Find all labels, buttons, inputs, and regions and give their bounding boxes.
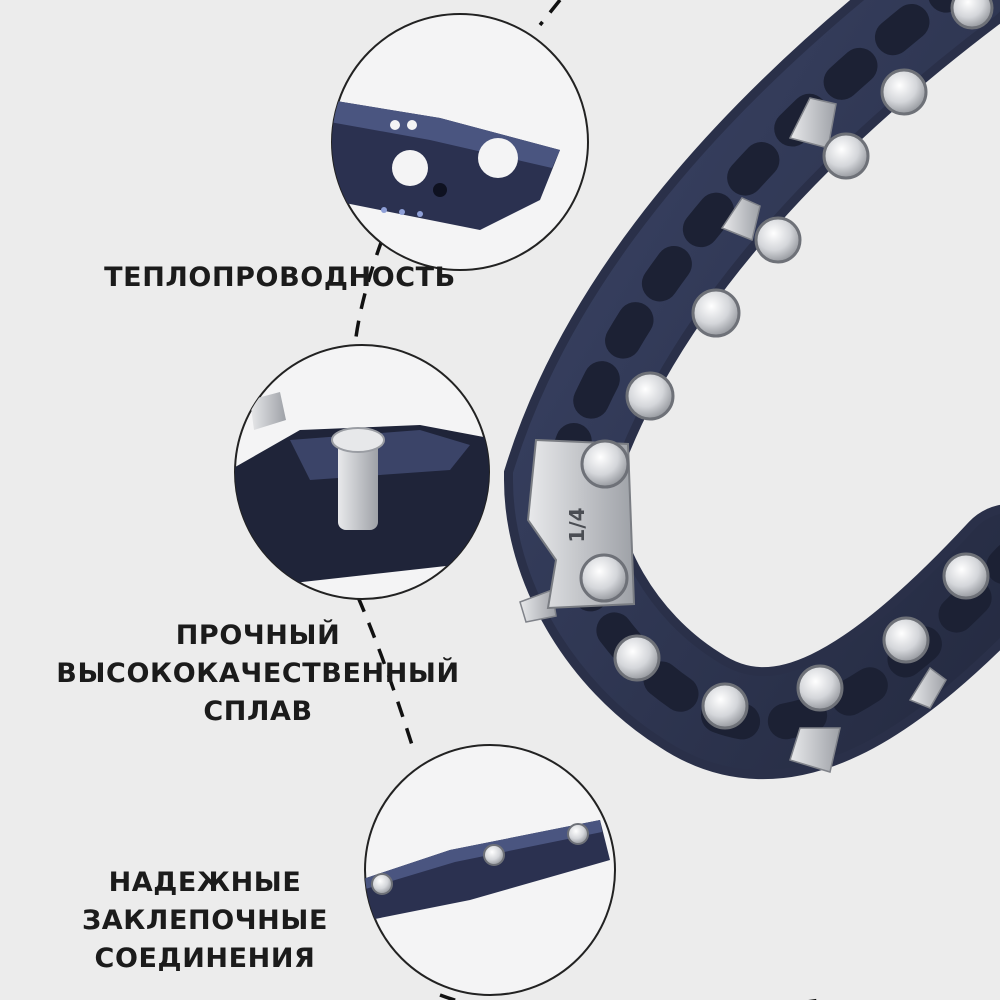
saw-chain: 1/4 (503, 0, 1000, 779)
cutter-teeth (519, 97, 947, 773)
feature-label-line: ПРОЧНЫЙ (175, 620, 341, 651)
feature-label-line: СОЕДИНЕНИЯ (94, 943, 316, 974)
feature-label-line: ЗАКЛЕПОЧНЫЕ (81, 905, 328, 936)
rivets (579, 0, 994, 730)
feature-label-line: НАДЕЖНЫЕ (108, 867, 302, 898)
feature-label-line: СПЛАВ (203, 696, 313, 727)
link-marking: 1/4 (565, 507, 589, 542)
feature-label-line: ВЫСОКОКАЧЕСТВЕННЫЙ (56, 658, 460, 689)
detail-thermal (331, 13, 589, 271)
detail-rivets (364, 744, 616, 996)
feature-label-alloy: ПРОЧНЫЙ ВЫСОКОКАЧЕСТВЕННЫЙ СПЛАВ (48, 617, 468, 731)
feature-label-rivet-joints: НАДЕЖНЫЕ ЗАКЛЕПОЧНЫЕ СОЕДИНЕНИЯ (60, 864, 350, 978)
detail-alloy (234, 344, 490, 600)
dashed-connector (353, 0, 820, 1000)
feature-label-line: ТЕПЛОПРОВОДНОСТЬ (104, 262, 456, 293)
feature-label-thermal-conductivity: ТЕПЛОПРОВОДНОСТЬ (100, 259, 460, 297)
